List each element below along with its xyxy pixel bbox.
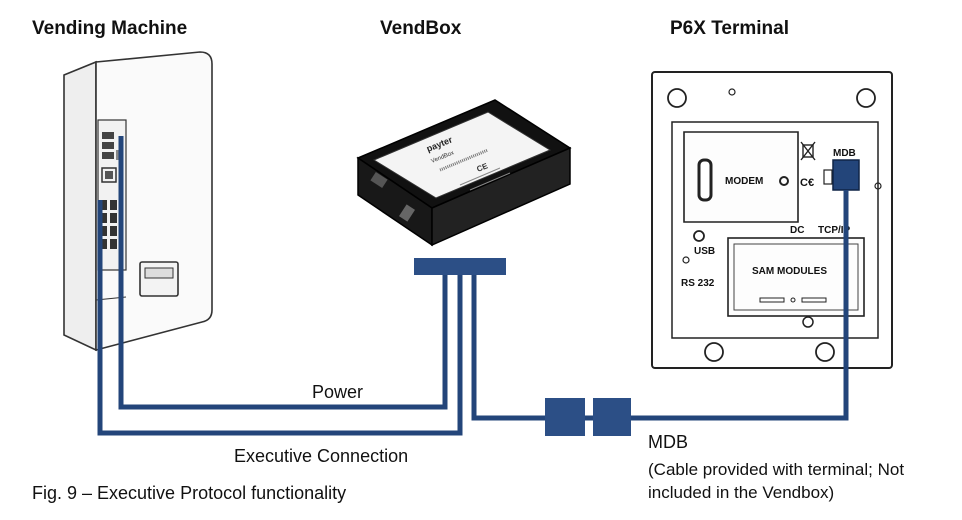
svg-text:CE: CE: [475, 161, 489, 174]
mdb-port: [832, 159, 860, 191]
modem-label: MODEM: [725, 176, 763, 187]
vendbox-connector: [414, 258, 506, 275]
mdb-connector-right: [593, 398, 631, 436]
usb-label: USB: [694, 246, 715, 257]
executive-connection-label: Executive Connection: [234, 446, 409, 466]
terminal-heading: P6X Terminal: [670, 18, 789, 39]
vendbox-heading: VendBox: [380, 18, 462, 39]
mdb-connector-left: [545, 398, 585, 436]
vending-machine-illustration: [63, 51, 213, 352]
mdb-cable-terminal: [630, 190, 849, 421]
power-cable: [118, 136, 448, 410]
mdb-note-line2: included in the Vendbox): [648, 483, 835, 502]
mdb-cable: [471, 275, 630, 421]
executive-cable: [97, 200, 463, 436]
vendbox-illustration: payter VendBox CE: [356, 99, 572, 247]
sam-modules-label: SAM MODULES: [752, 266, 827, 277]
mdb-note-line1: (Cable provided with terminal; Not: [648, 460, 905, 479]
dc-label: DC: [790, 225, 804, 236]
power-label: Power: [312, 382, 364, 402]
mdb-label: MDB: [648, 432, 688, 452]
mdb-note: (Cable provided with terminal; Not inclu…: [648, 458, 904, 504]
figure-caption: Fig. 9 – Executive Protocol functionalit…: [32, 483, 347, 503]
rs232-label: RS 232: [681, 278, 715, 289]
mdb-port-label: MDB: [833, 148, 856, 159]
tcpip-label: TCP/IP: [818, 225, 851, 236]
vending-machine-heading: Vending Machine: [32, 18, 188, 39]
terminal-illustration: MODEM C€ MDB DC TCP/IP USB RS 232 SAM MO…: [651, 71, 893, 369]
svg-text:C€: C€: [800, 177, 814, 189]
